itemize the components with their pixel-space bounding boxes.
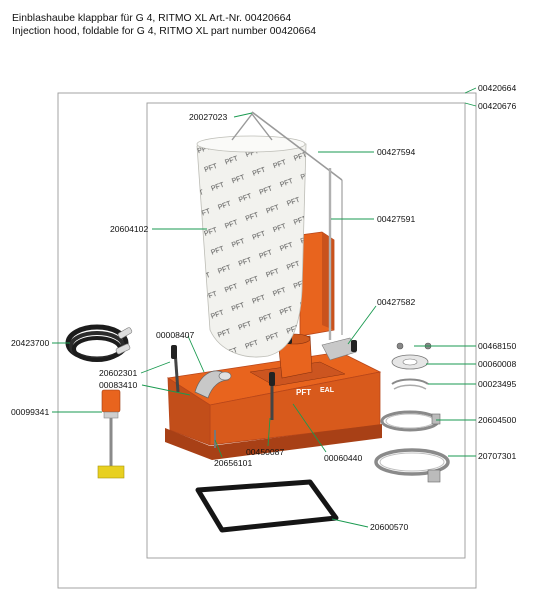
hose-clamp-large bbox=[374, 448, 450, 483]
part-label-00083410: 00083410 bbox=[99, 380, 137, 390]
part-label-00427591: 00427591 bbox=[377, 214, 415, 224]
part-label-00060440: 00060440 bbox=[324, 453, 362, 463]
hose-clamp-small bbox=[380, 410, 441, 432]
part-label-20602301: 20602301 bbox=[99, 368, 137, 378]
part-label-00023495: 00023495 bbox=[478, 379, 516, 389]
title-english: Injection hood, foldable for G 4, RITMO … bbox=[12, 26, 317, 37]
part-label-20656101: 20656101 bbox=[214, 458, 252, 468]
cable-coil bbox=[65, 324, 133, 362]
part-label-20423700: 20423700 bbox=[11, 338, 49, 348]
part-label-20027023: 20027023 bbox=[189, 112, 227, 122]
clip-ring bbox=[391, 378, 429, 390]
part-label-20707301: 20707301 bbox=[478, 451, 516, 461]
part-label-00420676: 00420676 bbox=[478, 101, 516, 111]
part-label-00427594: 00427594 bbox=[377, 147, 415, 157]
part-label-00060008: 00060008 bbox=[478, 359, 516, 369]
machine-brand-suffix: EAL bbox=[320, 387, 335, 394]
title-german: Einblashaube klappbar für G 4, RITMO XL … bbox=[12, 13, 292, 24]
leader-lines bbox=[52, 87, 477, 528]
part-label-00468150: 00468150 bbox=[478, 341, 516, 351]
gasket-frame bbox=[195, 479, 339, 533]
assembly-frame-inner bbox=[146, 102, 466, 559]
mixing-pump-machine: PFT EAL bbox=[165, 231, 382, 460]
part-label-00008407: 00008407 bbox=[156, 330, 194, 340]
part-label-00427582: 00427582 bbox=[377, 297, 415, 307]
part-label-20604500: 20604500 bbox=[478, 415, 516, 425]
part-label-00420664: 00420664 bbox=[478, 83, 516, 93]
assembly-frame-outer bbox=[57, 92, 477, 589]
part-label-20600570: 20600570 bbox=[370, 522, 408, 532]
machine-brand-label: PFT bbox=[296, 388, 311, 397]
part-label-20604102: 20604102 bbox=[110, 224, 148, 234]
part-label-00450087: 00450087 bbox=[246, 447, 284, 457]
hood-frame-rod bbox=[231, 111, 343, 340]
part-label-00099341: 00099341 bbox=[11, 407, 49, 417]
injection-hood-fabric bbox=[196, 135, 307, 358]
level-sensor bbox=[97, 389, 125, 479]
flange-plate bbox=[391, 354, 429, 370]
